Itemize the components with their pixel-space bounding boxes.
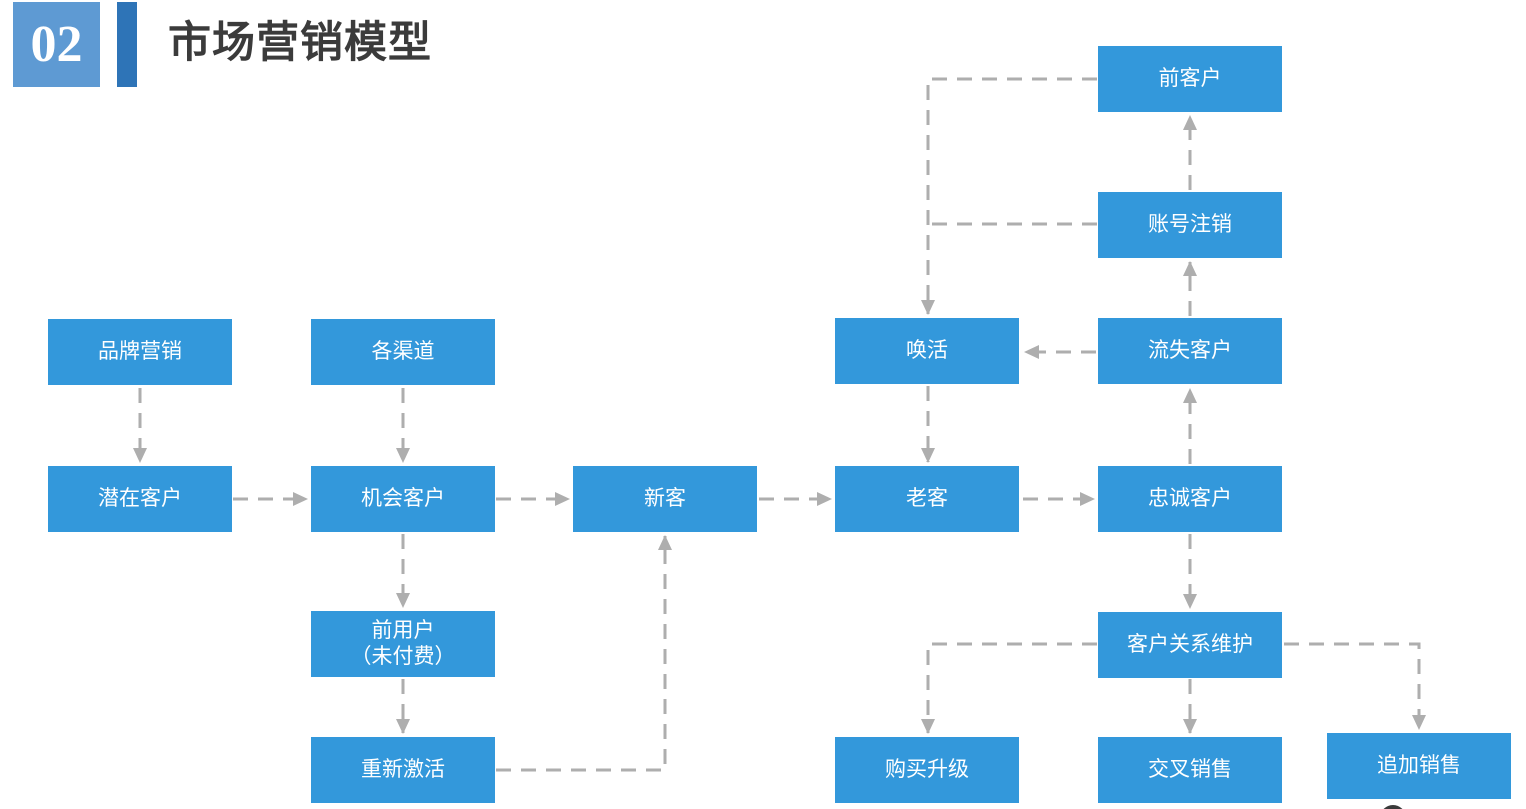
node-loyal-customer-label: 忠诚客户: [1148, 486, 1232, 510]
node-former-user-label: 前用户 （未付费）: [351, 618, 456, 671]
node-wake-up: 唤活: [835, 318, 1019, 384]
node-purchase-upgrade-label: 购买升级: [885, 757, 969, 781]
page-dot-decoration: [1383, 805, 1403, 809]
node-churned-customer: 流失客户: [1098, 318, 1282, 384]
node-channels: 各渠道: [311, 319, 495, 385]
connector-crm-to-upsell: [1284, 642, 1426, 730]
node-upsell: 追加销售: [1327, 733, 1511, 799]
node-reactivation: 重新激活: [311, 737, 495, 803]
node-old-customer-label: 老客: [906, 486, 948, 510]
node-loyal-customer: 忠诚客户: [1098, 466, 1282, 532]
node-purchase-upgrade: 购买升级: [835, 737, 1019, 803]
node-former-user: 前用户 （未付费）: [311, 611, 495, 677]
connector-crm-to-purchase-upgrade: [921, 642, 1097, 734]
slide-number-badge: 02: [13, 2, 100, 87]
node-brand-marketing: 品牌营销: [48, 319, 232, 385]
node-cross-sell-label: 交叉销售: [1148, 757, 1232, 781]
node-former-user-line2: （未付费）: [350, 645, 456, 668]
node-potential-customer-label: 潜在客户: [98, 486, 182, 510]
node-new-customer: 新客: [573, 466, 757, 532]
node-opportunity-customer-label: 机会客户: [361, 486, 445, 510]
title-accent-bar: [117, 2, 137, 87]
node-old-customer: 老客: [835, 466, 1019, 532]
node-cross-sell: 交叉销售: [1098, 737, 1282, 803]
node-reactivation-label: 重新激活: [361, 757, 445, 781]
node-account-cancel: 账号注销: [1098, 192, 1282, 258]
connector-reactivation-to-new: [496, 535, 672, 772]
node-former-user-line1: 前用户: [371, 618, 435, 642]
node-former-customer: 前客户: [1098, 46, 1282, 112]
node-crm-maintenance-label: 客户关系维护: [1127, 632, 1253, 656]
node-account-cancel-label: 账号注销: [1148, 212, 1232, 236]
node-wake-up-label: 唤活: [906, 338, 948, 362]
node-churned-customer-label: 流失客户: [1148, 338, 1232, 362]
node-opportunity-customer: 机会客户: [311, 466, 495, 532]
page-title: 市场营销模型: [168, 19, 432, 67]
node-potential-customer: 潜在客户: [48, 466, 232, 532]
node-upsell-label: 追加销售: [1377, 753, 1461, 777]
node-former-customer-label: 前客户: [1158, 66, 1222, 90]
connector-former-customer-to-wakeup: [921, 77, 1097, 315]
node-crm-maintenance: 客户关系维护: [1098, 612, 1282, 678]
slide-number: 02: [30, 15, 83, 73]
node-new-customer-label: 新客: [644, 486, 686, 510]
node-brand-marketing-label: 品牌营销: [98, 339, 182, 363]
node-channels-label: 各渠道: [371, 339, 435, 363]
